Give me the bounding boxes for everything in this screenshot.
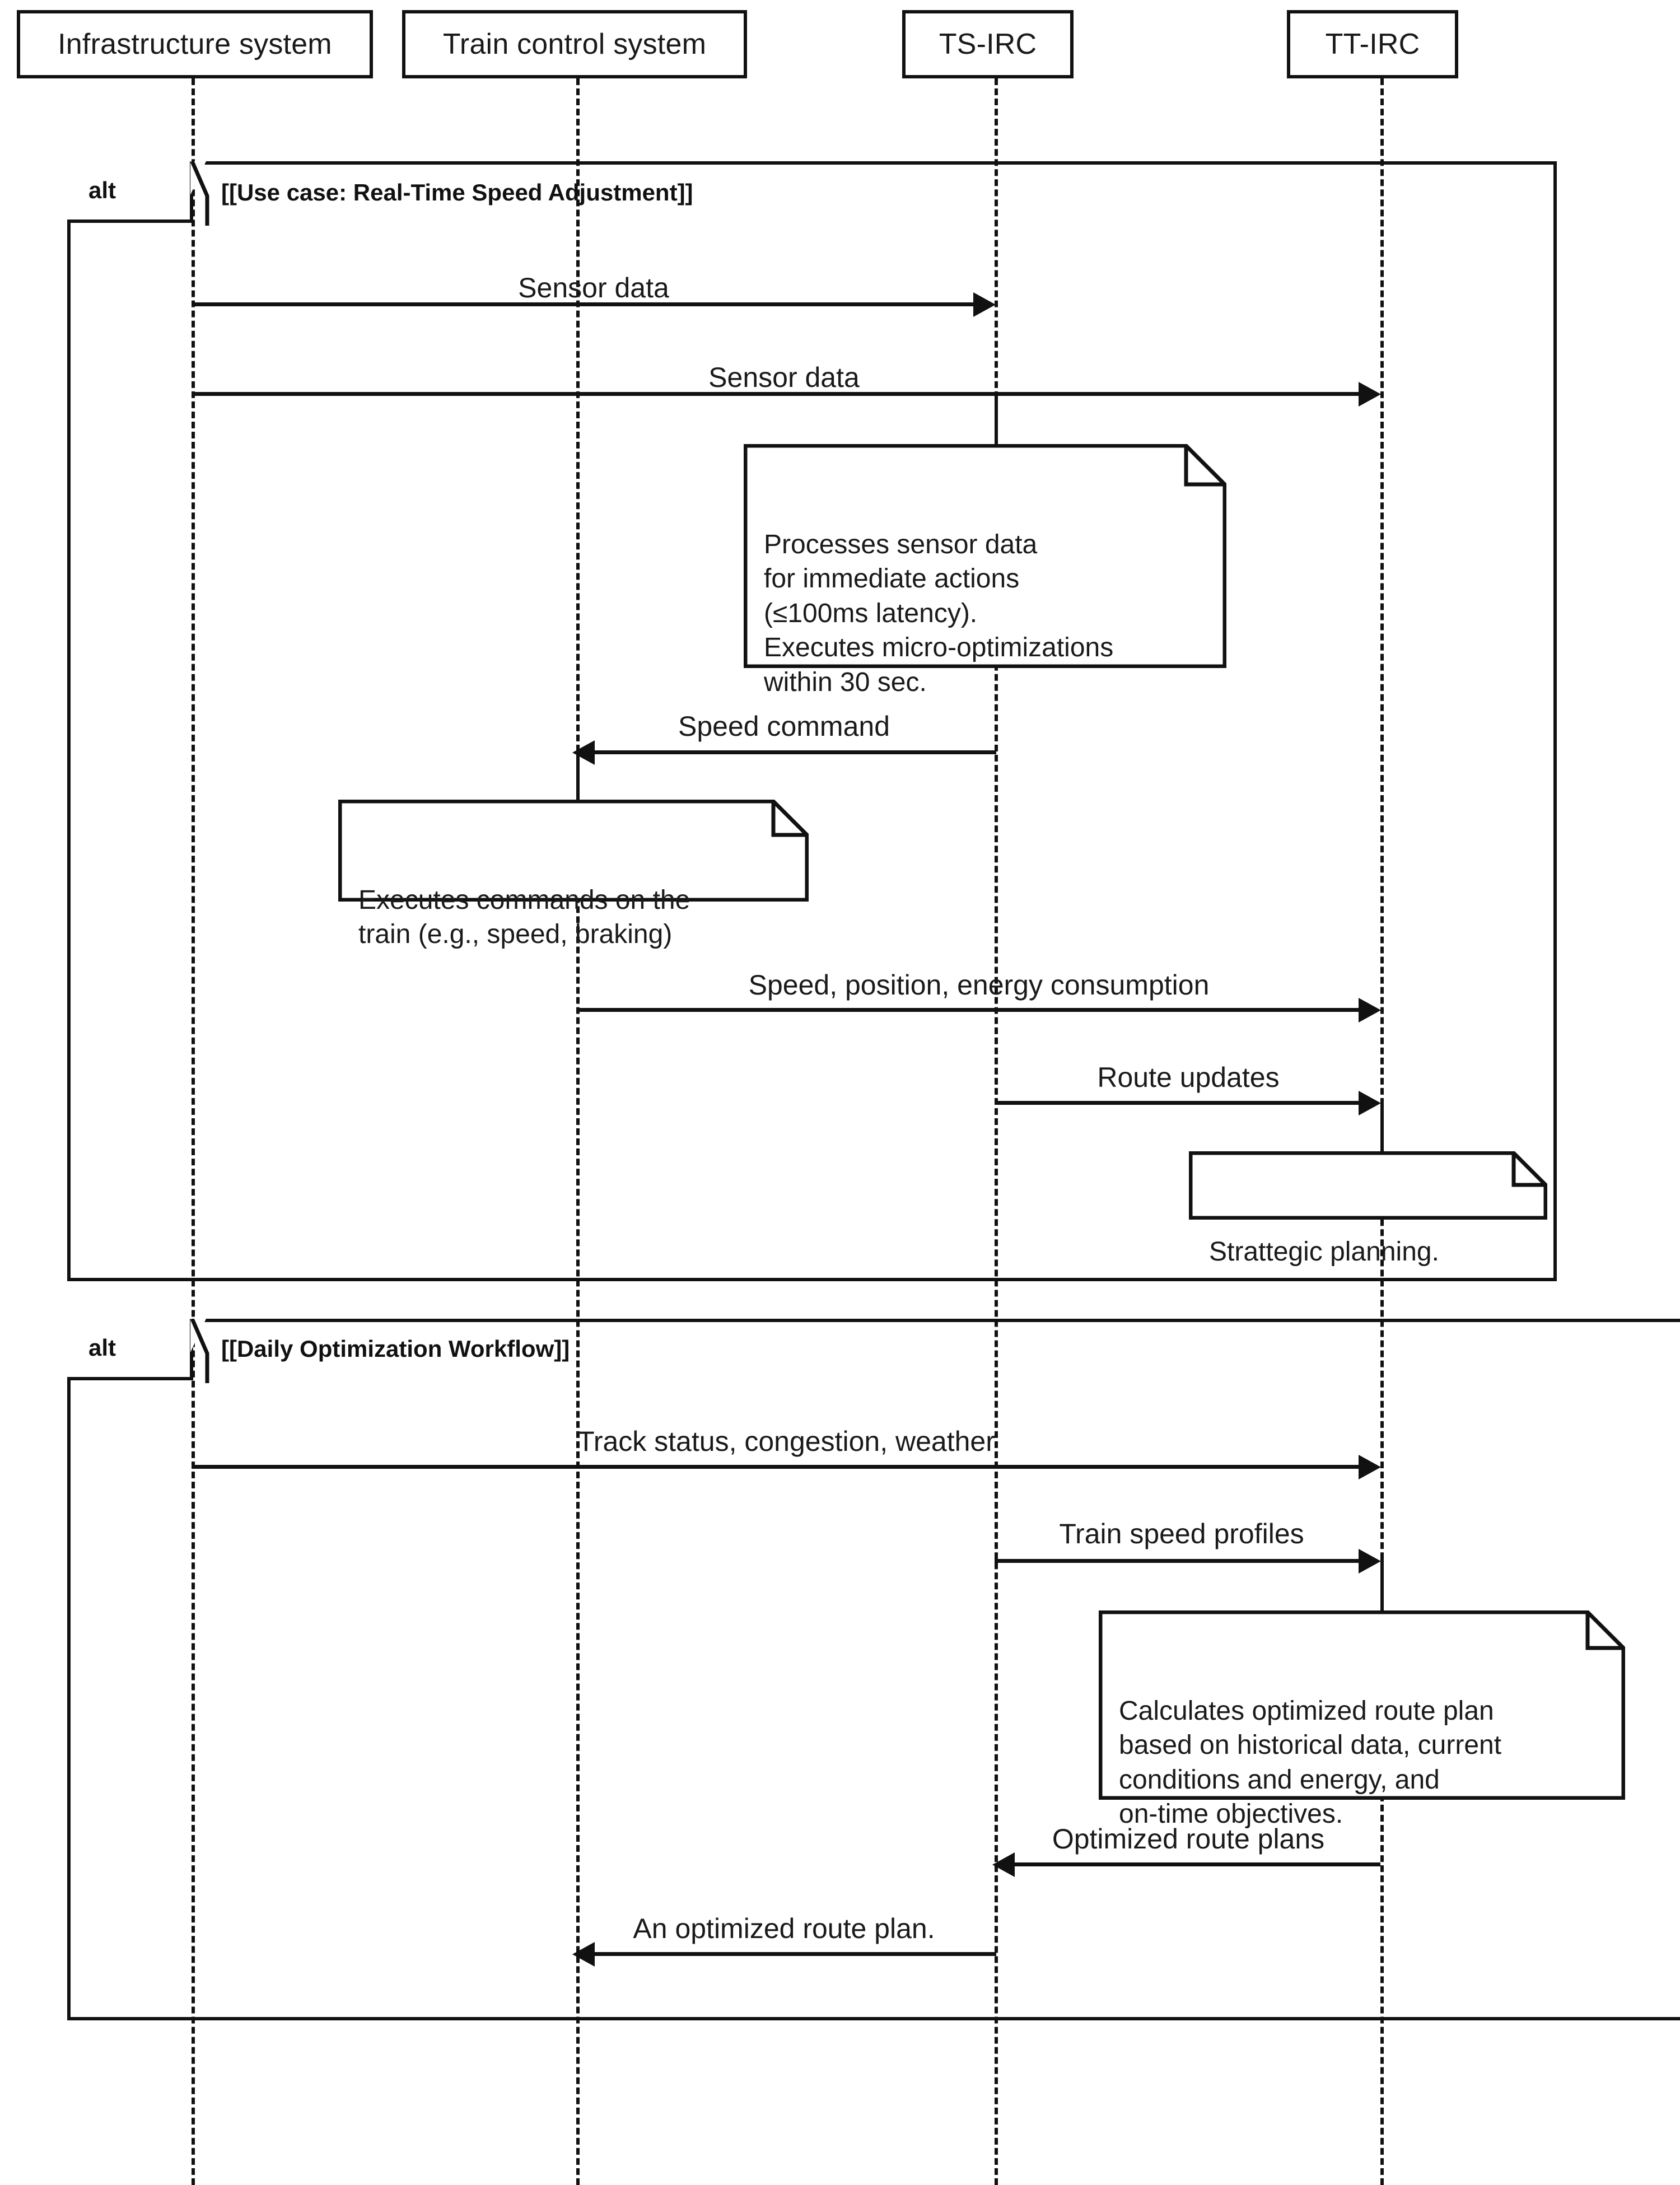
lifeline-head-ts-irc[interactable]: TS-IRC — [902, 10, 1074, 78]
note-calculates-optimized-route-plan: Calculates optimized route plan based on… — [1099, 1610, 1625, 1829]
fragment-2-operator-label: alt — [88, 1334, 116, 1361]
message-label-optimized-route-plans: Optimized route plans — [1052, 1823, 1325, 1855]
note-text-executes-commands-on-train: Executes commands on the train (e.g., sp… — [358, 885, 690, 950]
note-text-strattegic-planning: Strattegic planning. — [1209, 1236, 1439, 1267]
message-line-route-updates — [995, 1101, 1361, 1105]
message-line-speed-command — [595, 750, 996, 754]
fragment-1-tab-corner-icon — [190, 161, 209, 226]
lifeline-dash-train-control-system — [576, 78, 580, 2185]
message-arrowhead-an-optimized-route-plan — [572, 1942, 595, 1967]
note-stem-strattegic-planning — [1380, 1101, 1384, 1151]
fragment-1-operator-label: alt — [88, 177, 116, 203]
message-label-an-optimized-route-plan: An optimized route plan. — [633, 1913, 935, 1944]
message-label-sensor-data-2: Sensor data — [708, 362, 860, 393]
note-shape-icon — [1189, 1151, 1547, 1220]
message-line-sensor-data-1 — [192, 302, 976, 306]
lifeline-head-infrastructure-system[interactable]: Infrastructure system — [17, 10, 373, 78]
message-arrowhead-optimized-route-plans — [992, 1852, 1015, 1877]
message-arrowhead-train-speed-profiles — [1359, 1549, 1381, 1574]
message-arrowhead-track-status — [1359, 1455, 1381, 1479]
lifeline-label-train-control-system: Train control system — [442, 28, 707, 60]
fragment-1-label: [[Use case: Real-Time Speed Adjustment]] — [221, 179, 693, 206]
message-arrowhead-speed-command — [572, 740, 595, 765]
message-arrowhead-speed-position-energy — [1359, 998, 1381, 1023]
message-arrowhead-sensor-data-1 — [973, 292, 996, 317]
lifeline-label-tt-irc: TT-IRC — [1325, 28, 1420, 60]
message-label-track-status: Track status, congestion, weather — [577, 1426, 995, 1457]
note-stem-executes-commands — [576, 750, 580, 800]
note-stem-processes-sensor-data — [995, 392, 998, 445]
note-executes-commands-on-train: Executes commands on the train (e.g., sp… — [338, 800, 809, 949]
message-line-an-optimized-route-plan — [595, 1952, 996, 1956]
message-label-route-updates: Route updates — [1097, 1062, 1280, 1093]
message-line-track-status — [192, 1465, 1361, 1469]
message-line-sensor-data-2 — [192, 392, 1361, 396]
message-arrowhead-sensor-data-2 — [1359, 382, 1381, 407]
fragment-alt-daily-optimization-workflow[interactable] — [67, 1319, 1680, 2020]
message-line-optimized-route-plans — [1015, 1862, 1380, 1866]
lifeline-head-train-control-system[interactable]: Train control system — [402, 10, 747, 78]
note-processes-sensor-data: Processes sensor data for immediate acti… — [744, 444, 1226, 697]
note-stem-calculates-optimized-route-plan — [1380, 1559, 1384, 1610]
fragment-2-label: [[Daily Optimization Workflow]] — [221, 1336, 570, 1362]
message-label-train-speed-profiles: Train speed profiles — [1059, 1518, 1304, 1549]
message-label-speed-position-energy: Speed, position, energy consumption — [748, 969, 1210, 1001]
note-strattegic-planning: Strattegic planning. — [1189, 1151, 1547, 1267]
note-text-processes-sensor-data: Processes sensor data for immediate acti… — [764, 529, 1114, 697]
lifeline-dash-ts-irc — [995, 78, 998, 2185]
fragment-2-operator-tab: alt — [67, 1319, 193, 1380]
fragment-1-operator-tab: alt — [67, 161, 193, 223]
lifeline-head-tt-irc[interactable]: TT-IRC — [1287, 10, 1458, 78]
fragment-2-tab-corner-icon — [190, 1319, 209, 1383]
note-text-calculates-optimized-route-plan: Calculates optimized route plan based on… — [1119, 1696, 1502, 1829]
message-line-train-speed-profiles — [995, 1559, 1361, 1563]
message-arrowhead-route-updates — [1359, 1091, 1381, 1115]
fragment-alt-real-time-speed-adjustment[interactable] — [67, 161, 1557, 1281]
message-line-speed-position-energy — [576, 1008, 1361, 1012]
message-label-speed-command: Speed command — [678, 711, 890, 742]
message-label-sensor-data-1: Sensor data — [518, 272, 669, 304]
lifeline-label-infrastructure-system: Infrastructure system — [58, 28, 332, 60]
lifeline-label-ts-irc: TS-IRC — [939, 28, 1037, 60]
lifeline-dash-infrastructure-system — [192, 78, 195, 2185]
